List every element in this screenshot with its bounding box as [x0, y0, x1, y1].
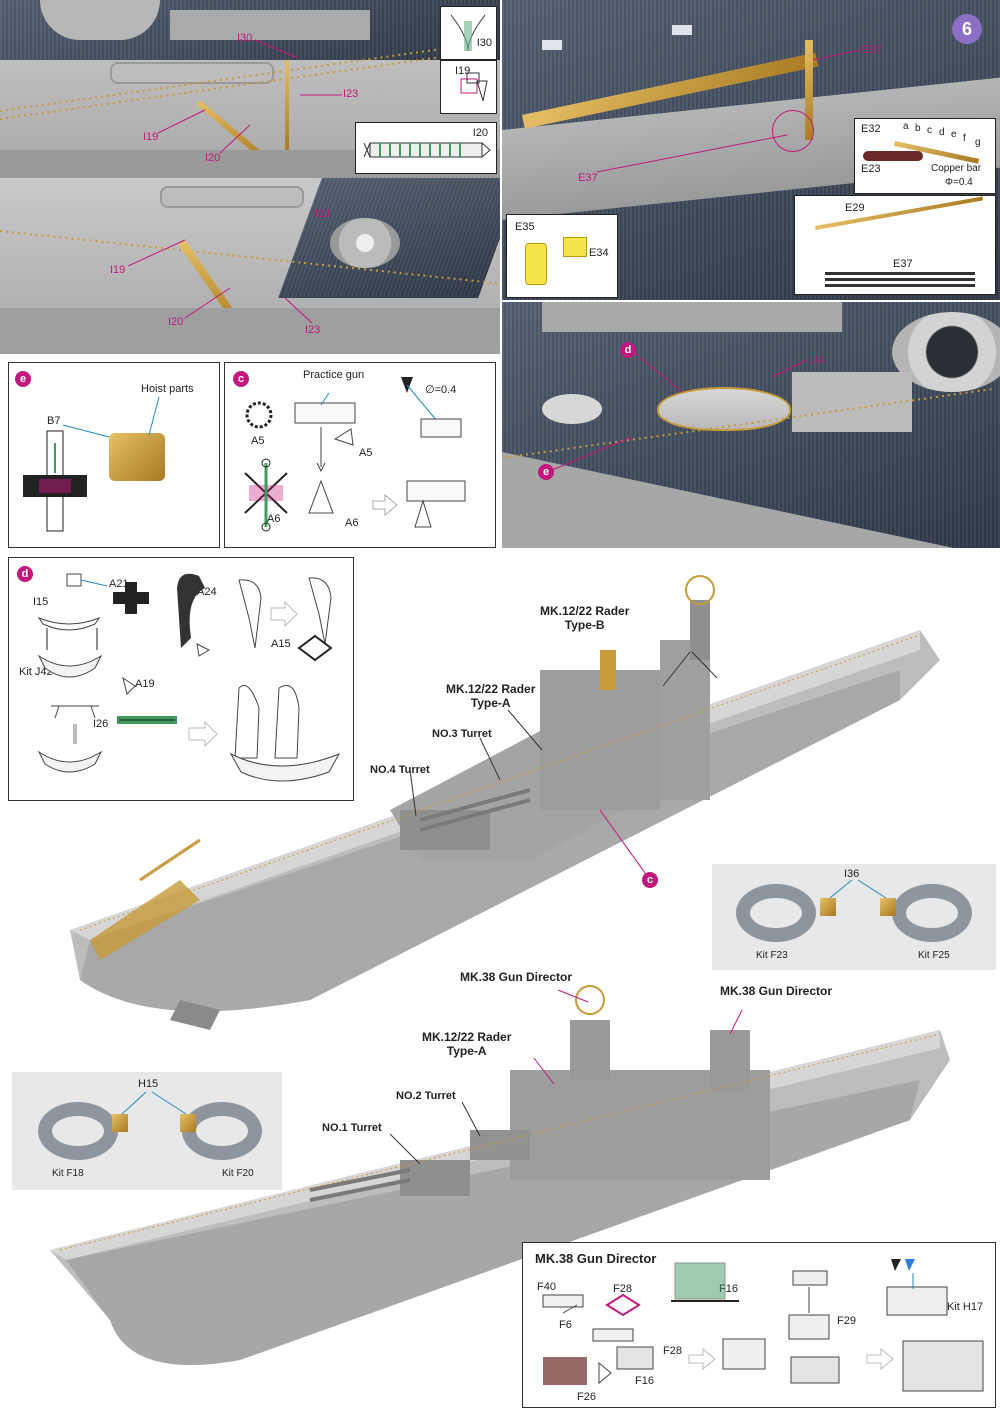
label-a5-left: A5: [251, 435, 265, 447]
callout-mk12-b: MK.12/22 Rader Type-B: [540, 604, 629, 632]
badge-c: c: [233, 371, 249, 387]
photo-stairs-upper: I30 I23 I19 I20 I30 I19: [0, 0, 500, 178]
photo-stairs-lower: I23 I19 I20 I23: [0, 178, 500, 354]
label-e37-inset: E37: [893, 258, 913, 270]
inset-i20: I20: [355, 122, 497, 174]
label-kit-j42: Kit J42: [19, 666, 53, 678]
label-f6: F6: [559, 1319, 572, 1331]
callout-mk12-a: MK.12/22 Rader Type-A: [446, 682, 535, 710]
label-e32: E32: [861, 123, 881, 135]
ship-render-bow: MK.38 Gun Director MK.38 Gun Director MK…: [40, 960, 960, 1400]
callout-mk12-a-bow-line1: MK.12/22 Rader: [422, 1030, 512, 1044]
badge-e-photo: e: [538, 464, 554, 480]
inset-i19-label: I19: [455, 65, 471, 77]
photo-ring-i36: I36 Kit F23 Kit F25: [712, 864, 996, 970]
callout-no3-turret: NO.3 Turret: [432, 728, 492, 740]
label-i15: I15: [33, 596, 49, 608]
badge-c-ship: c: [642, 872, 658, 888]
label-f16-bottom: F16: [635, 1375, 654, 1387]
badge-e: e: [15, 371, 31, 387]
inset-e29-e37: E29 E37: [794, 195, 996, 295]
letter-g: g: [975, 137, 981, 148]
label-e35: E35: [515, 221, 535, 233]
mk38-panel-title: MK.38 Gun Director: [535, 1251, 657, 1266]
label-kit-f23: Kit F23: [756, 950, 788, 961]
label-practice-gun: Practice gun: [303, 369, 365, 381]
letter-b: b: [915, 123, 921, 134]
letter-d: d: [939, 127, 945, 138]
letter-a: a: [903, 121, 909, 132]
panel-e-hoist: e Hoist parts B7: [8, 362, 220, 548]
callout-mk38-a: MK.38 Gun Director: [460, 970, 573, 984]
label-a5-right: A5: [359, 447, 373, 459]
label-a6-left: A6: [267, 513, 281, 525]
label-a6-right: A6: [345, 517, 359, 529]
label-e37-bottom: E37: [578, 172, 598, 184]
label-i36: I36: [844, 868, 860, 880]
callout-mk12-a-line2: Type-A: [470, 696, 511, 710]
label-f29: F29: [837, 1315, 856, 1327]
label-i19: I19: [143, 131, 159, 143]
inset-e32-e23: E32 a b c d e f g E23 Copper bar Φ=0.4: [854, 118, 996, 194]
panel-d-boats: d A21 I15 Kit J42 A19 A24 A15 I26: [8, 557, 354, 801]
label-a21: A21: [109, 578, 129, 590]
panel-c-practice-gun: c Practice gun ∅=0.4 A5 A5 A6 A6: [224, 362, 496, 548]
callout-no4-turret: NO.4 Turret: [370, 764, 430, 776]
label-i23-lower: I23: [305, 324, 321, 336]
label-kit-f18: Kit F18: [52, 1168, 84, 1179]
label-kit-f25: Kit F25: [918, 950, 950, 961]
label-e34: E34: [589, 247, 609, 259]
label-i19-lower: I19: [110, 264, 126, 276]
label-e23: E23: [861, 163, 881, 175]
panel-mk38-gun-director: MK.38 Gun Director F40 F28 F16 F6 F28 F1…: [522, 1242, 996, 1408]
label-copper-bar: Copper bar: [931, 163, 982, 174]
photo-ring-h15: H15 Kit F18 Kit F20: [12, 1072, 282, 1190]
badge-d: d: [17, 566, 33, 582]
callout-mk12-a-bow: MK.12/22 Rader Type-A: [422, 1030, 511, 1058]
letter-c: c: [927, 125, 932, 136]
photo-crane: 6 E37 E37 E32 a b c d e f g E23 Copper b…: [502, 0, 1000, 300]
label-b7: B7: [47, 415, 61, 427]
label-f40: F40: [537, 1281, 556, 1293]
inset-i30: I30: [440, 6, 497, 60]
callout-mk12-a-bow-line2: Type-A: [446, 1044, 487, 1058]
step-number-badge: 6: [952, 14, 982, 44]
label-i26: I26: [93, 718, 109, 730]
callout-mk12-b-line2: Type-B: [564, 618, 605, 632]
label-i30: I30: [237, 32, 253, 44]
label-e29: E29: [845, 202, 865, 214]
label-f28-top: F28: [613, 1283, 632, 1295]
inset-i20-label: I20: [472, 127, 488, 139]
ship-render-stern: MK.12/22 Rader Type-B MK.12/22 Rader Typ…: [60, 560, 950, 1030]
label-diameter: ∅=0.4: [425, 384, 457, 396]
inset-i30-label: I30: [476, 37, 492, 49]
label-e37-top: E37: [862, 44, 882, 56]
callout-no2-turret: NO.2 Turret: [396, 1090, 456, 1102]
inset-i19: I19: [440, 60, 497, 114]
callout-mk12-a-line1: MK.12/22 Rader: [446, 682, 536, 696]
label-i14: I14: [810, 354, 826, 366]
label-kit-f20: Kit F20: [222, 1168, 254, 1179]
label-hoist-parts: Hoist parts: [141, 383, 194, 395]
label-i23-lower-top: I23: [315, 208, 331, 220]
label-i23: I23: [343, 88, 359, 100]
badge-d-photo: d: [620, 342, 636, 358]
label-phi: Φ=0.4: [945, 177, 973, 188]
label-kit-h17: Kit H17: [947, 1301, 984, 1313]
label-h15: H15: [138, 1078, 159, 1090]
label-a15: A15: [271, 638, 291, 650]
label-f26: F26: [577, 1391, 596, 1403]
label-f28-bottom: F28: [663, 1345, 682, 1357]
label-i20-lower: I20: [168, 316, 184, 328]
callout-no1-turret: NO.1 Turret: [322, 1122, 382, 1134]
inset-e35-e34: E35 E34: [506, 214, 618, 298]
letter-e: e: [951, 129, 957, 140]
photo-boats: d e I14: [502, 302, 1000, 548]
letter-f: f: [963, 133, 966, 144]
label-i20: I20: [205, 152, 221, 164]
callout-mk38-b: MK.38 Gun Director: [720, 984, 833, 998]
label-a19: A19: [135, 678, 155, 690]
callout-mk12-b-line1: MK.12/22 Rader: [540, 604, 630, 618]
